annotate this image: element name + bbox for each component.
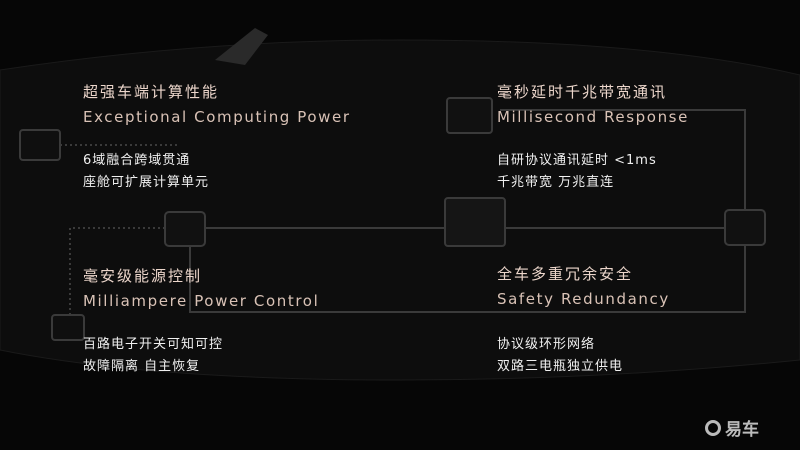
feature-title: 全车多重冗余安全 bbox=[497, 265, 634, 283]
feature-title: 毫安级能源控制 bbox=[83, 267, 203, 285]
feature-title: 毫秒延时千兆带宽通讯 bbox=[497, 83, 668, 101]
watermark-text: 易车 bbox=[725, 420, 759, 440]
module-small-bottom-left bbox=[51, 314, 85, 341]
feature-line: 故障隔离 自主恢复 bbox=[83, 359, 201, 374]
logo-icon bbox=[705, 419, 721, 436]
ring-network-line bbox=[189, 109, 746, 313]
feature-body: 协议级环形网络 双路三电瓶独立供电 bbox=[497, 334, 670, 378]
module-top-right bbox=[446, 97, 493, 134]
module-center bbox=[444, 197, 506, 247]
feature-body: 6域融合跨域贯通 座舱可扩展计算单元 bbox=[83, 150, 351, 194]
feature-line: 双路三电瓶独立供电 bbox=[497, 359, 624, 374]
feature-body: 自研协议通讯延时 <1ms 千兆带宽 万兆直连 bbox=[497, 150, 689, 194]
feature-line: 百路电子开关可知可控 bbox=[83, 337, 224, 352]
feature-subtitle: Exceptional Computing Power bbox=[83, 108, 351, 126]
module-left bbox=[164, 211, 206, 247]
feature-title: 超强车端计算性能 bbox=[83, 83, 220, 101]
watermark-logo: 易车 bbox=[705, 415, 759, 440]
feature-subtitle: Safety Redundancy bbox=[497, 290, 670, 308]
feature-safety: 全车多重冗余安全 Safety Redundancy 协议级环形网络 双路三电瓶… bbox=[497, 264, 670, 378]
feature-computing: 超强车端计算性能 Exceptional Computing Power 6域融… bbox=[83, 82, 351, 194]
feature-power-control: 毫安级能源控制 Milliampere Power Control 百路电子开关… bbox=[83, 266, 319, 378]
feature-line: 协议级环形网络 bbox=[497, 337, 596, 352]
feature-subtitle: Millisecond Response bbox=[497, 108, 689, 126]
feature-line: 6域融合跨域贯通 bbox=[83, 153, 191, 168]
module-small-left bbox=[19, 129, 61, 161]
feature-line: 千兆带宽 万兆直连 bbox=[497, 175, 615, 190]
dotted-line bbox=[60, 144, 180, 315]
mirror-shape bbox=[215, 28, 268, 65]
feature-body: 百路电子开关可知可控 故障隔离 自主恢复 bbox=[83, 334, 319, 378]
feature-subtitle: Milliampere Power Control bbox=[83, 292, 320, 310]
module-right bbox=[724, 209, 766, 246]
car-outline bbox=[0, 39, 800, 381]
feature-response: 毫秒延时千兆带宽通讯 Millisecond Response 自研协议通讯延时… bbox=[497, 82, 689, 194]
feature-line: 自研协议通讯延时 <1ms bbox=[497, 153, 657, 168]
feature-line: 座舱可扩展计算单元 bbox=[83, 175, 210, 190]
